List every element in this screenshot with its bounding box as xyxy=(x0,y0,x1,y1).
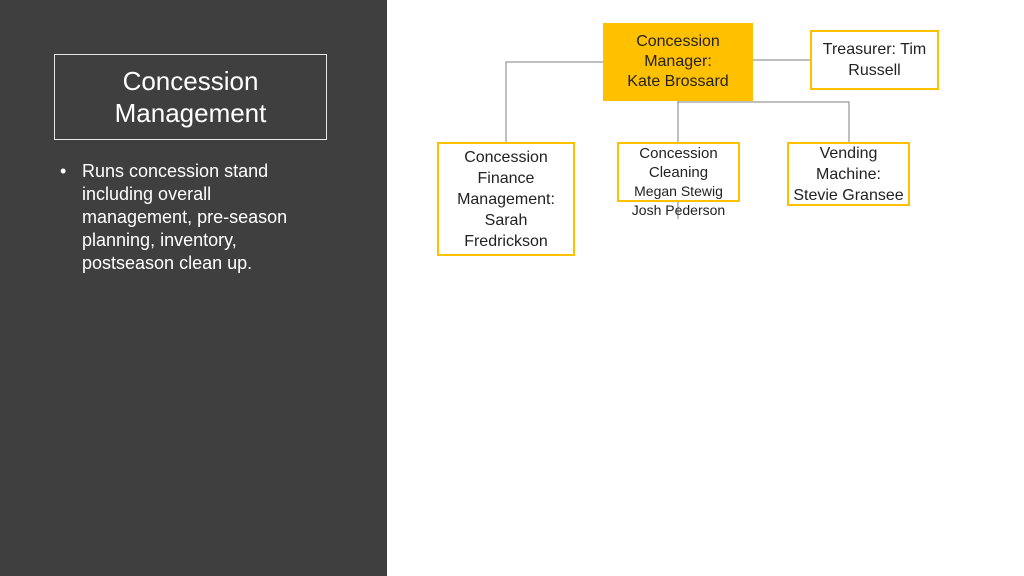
cleaning-line-4: Josh Pederson xyxy=(631,202,726,218)
cleaning-line-2: Cleaning xyxy=(648,164,709,181)
bullet-dot-icon: • xyxy=(60,161,67,181)
manager-line-1: Concession xyxy=(636,33,720,50)
finance-line-4: Sarah xyxy=(484,211,528,229)
finance-line-5: Fredrickson xyxy=(464,232,548,250)
node-concession-cleaning: Concession Cleaning Megan Stewig Josh Pe… xyxy=(617,142,740,218)
manager-line-2: Manager: xyxy=(644,53,712,70)
node-treasurer: Treasurer: Tim Russell xyxy=(810,30,939,90)
slide-title: Concession Management xyxy=(54,54,327,140)
vending-line-2: Machine: xyxy=(816,165,881,183)
treasurer-line-2: Russell xyxy=(848,62,901,79)
bullet-text: Runs concession stand including overall … xyxy=(82,161,288,273)
vending-line-3: Stevie Gransee xyxy=(793,186,904,204)
treasurer-line-1: Treasurer: Tim xyxy=(822,41,927,58)
cleaning-line-3: Megan Stewig xyxy=(634,183,723,199)
finance-line-1: Concession xyxy=(464,148,548,166)
slide-title-text: Concession Management xyxy=(114,66,267,128)
manager-line-3: Kate Brossard xyxy=(627,73,729,90)
vending-line-1: Vending xyxy=(819,144,878,162)
node-finance-management: Concession Finance Management: Sarah Fre… xyxy=(437,142,575,256)
connector-manager-bus xyxy=(677,101,850,142)
connector-manager-finance xyxy=(505,61,603,142)
left-panel: Concession Management • Runs concession … xyxy=(0,0,387,576)
node-concession-manager: Concession Manager: Kate Brossard xyxy=(603,23,753,101)
cleaning-line-1: Concession xyxy=(639,145,718,162)
bullet-item: • Runs concession stand including overal… xyxy=(60,160,320,275)
finance-line-3: Management: xyxy=(457,190,555,208)
finance-line-2: Finance xyxy=(477,169,535,187)
node-vending-machine: Vending Machine: Stevie Gransee xyxy=(787,142,910,206)
bullet-list: • Runs concession stand including overal… xyxy=(60,160,320,275)
